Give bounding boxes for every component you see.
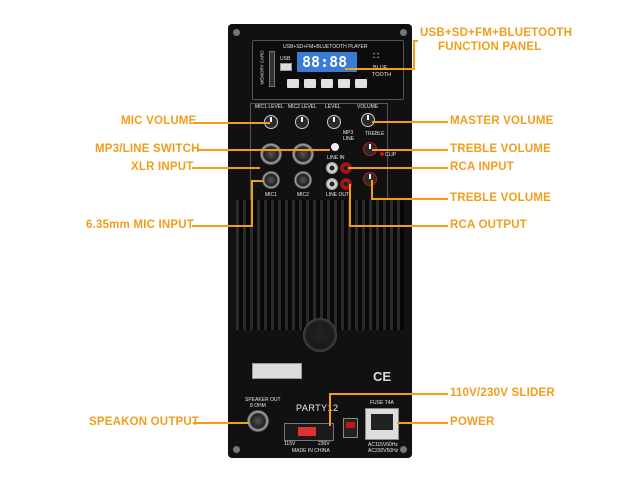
label-mp3-line-switch: MP3/LINE SWITCH <box>95 143 200 155</box>
master-volume-knob[interactable] <box>361 113 375 127</box>
mic2-volume-knob[interactable] <box>295 115 309 129</box>
label-mic-volume: MIC VOLUME <box>121 115 197 127</box>
screw <box>233 446 240 453</box>
volume-label: VOLUME <box>357 104 379 110</box>
power-inlet[interactable] <box>365 408 399 440</box>
mic-input-635-2[interactable] <box>294 171 312 189</box>
ac-label-2: AC230V50Hz <box>368 448 399 454</box>
player-button-5[interactable] <box>355 79 367 88</box>
treble-knob-2[interactable] <box>363 172 377 186</box>
label-mic-input-635: 6.35mm MIC INPUT <box>86 219 195 231</box>
screw <box>400 446 407 453</box>
voltage-slider-handle[interactable] <box>298 427 316 436</box>
bluetooth-wifi-icon: ∷ <box>373 51 380 62</box>
label-rca-output: RCA OUTPUT <box>450 219 527 231</box>
port-hole <box>303 318 337 352</box>
v230-label: 230V <box>318 441 330 447</box>
mic2-label: MIC2 <box>297 192 309 198</box>
label-treble-volume-1: TREBLE VOLUME <box>450 143 551 155</box>
speaker-out-label: SPEAKER OUT <box>245 397 281 403</box>
line-usb-panel-v <box>413 40 415 70</box>
warning-sticker <box>252 363 302 379</box>
label-usb-panel-2: FUNCTION PANEL <box>438 41 542 53</box>
line-635-a <box>192 225 252 227</box>
sd-card-slot[interactable] <box>269 51 275 87</box>
made-in-label: MADE IN CHINA <box>292 448 330 454</box>
player-button-1[interactable] <box>287 79 299 88</box>
speaker-ohm-label: 8 OHM <box>250 403 266 409</box>
ac-label-1: AC115V60Hz <box>368 442 398 448</box>
rca-output-white[interactable] <box>326 178 338 190</box>
clip-led <box>380 152 384 156</box>
model-label: PARTY12 <box>296 403 339 413</box>
xlr-input-2[interactable] <box>292 143 314 165</box>
line-635-b <box>251 180 253 227</box>
mic1-level-label: MIC1 LEVEL <box>255 104 284 110</box>
usb-label: USB <box>280 56 291 62</box>
line-rca-input <box>348 167 448 169</box>
label-power: POWER <box>450 416 495 428</box>
line-slider-a <box>330 393 448 395</box>
mp3-line-switch[interactable] <box>331 143 339 151</box>
label-rca-input: RCA INPUT <box>450 161 514 173</box>
player-button-4[interactable] <box>338 79 350 88</box>
tooth-label: TOOTH <box>372 72 392 78</box>
mp3-label: MP3 <box>343 130 354 136</box>
line-slider-b <box>329 393 331 426</box>
fuse-label: FUSE T4A <box>370 400 394 406</box>
line-out-label: LINE OUT <box>326 192 350 198</box>
line-master-volume <box>372 121 448 123</box>
line-treble-2-a <box>372 198 448 200</box>
clip-label: CLIP <box>385 152 397 158</box>
line-usb-panel-h <box>413 40 418 42</box>
label-speakon-output: SPEAKON OUTPUT <box>89 416 200 428</box>
speakon-output-jack[interactable] <box>247 410 269 432</box>
treble-label: TREBLE <box>365 131 385 137</box>
mic-input-635-1[interactable] <box>262 171 280 189</box>
power-switch[interactable] <box>343 418 358 438</box>
function-module: USB+SD+FM+BLUETOOTH PLAYER 88:88 MEMORY … <box>252 40 404 100</box>
lcd-readout: 88:88 <box>302 53 348 71</box>
screw <box>233 29 240 36</box>
line-power <box>397 422 448 424</box>
treble-knob-1[interactable] <box>363 142 377 156</box>
line-rca-output-b <box>349 184 351 227</box>
line-usb-panel <box>345 68 414 70</box>
label-treble-volume-2: TREBLE VOLUME <box>450 192 551 204</box>
label-master-volume: MASTER VOLUME <box>450 115 554 127</box>
level-knob[interactable] <box>327 115 341 129</box>
v115-label: 115V <box>284 441 296 447</box>
screw <box>400 29 407 36</box>
lcd-display: 88:88 <box>297 52 357 72</box>
line-xlr <box>192 167 260 169</box>
memory-card-label: MEMORY CARD <box>259 50 265 85</box>
mic1-label: MIC1 <box>265 192 277 198</box>
line-label: LINE <box>343 136 355 142</box>
line-treble-1 <box>372 149 448 151</box>
voltage-slider[interactable] <box>284 423 334 441</box>
line-mp3-line <box>198 149 330 151</box>
level-label: LEVEL <box>325 104 341 110</box>
label-slider: 110V/230V SLIDER <box>450 387 555 399</box>
line-rca-output-a <box>350 225 448 227</box>
rca-input-red[interactable] <box>340 162 352 174</box>
label-usb-panel-1: USB+SD+FM+BLUETOOTH <box>420 27 573 39</box>
player-button-2[interactable] <box>304 79 316 88</box>
player-button-3[interactable] <box>321 79 333 88</box>
usb-port[interactable] <box>280 63 292 71</box>
heatsink <box>236 200 404 330</box>
rca-input-white[interactable] <box>326 162 338 174</box>
line-treble-2-b <box>371 180 373 200</box>
line-in-label: LINE IN <box>327 155 345 161</box>
label-xlr-input: XLR INPUT <box>131 161 194 173</box>
mic2-level-label: MIC2 LEVEL <box>288 104 317 110</box>
module-title: USB+SD+FM+BLUETOOTH PLAYER <box>283 44 368 50</box>
line-mic-volume <box>193 122 270 124</box>
line-speakon <box>193 422 249 424</box>
ce-mark: CE <box>373 369 392 384</box>
line-635-c <box>251 180 263 182</box>
xlr-input-1[interactable] <box>260 143 282 165</box>
